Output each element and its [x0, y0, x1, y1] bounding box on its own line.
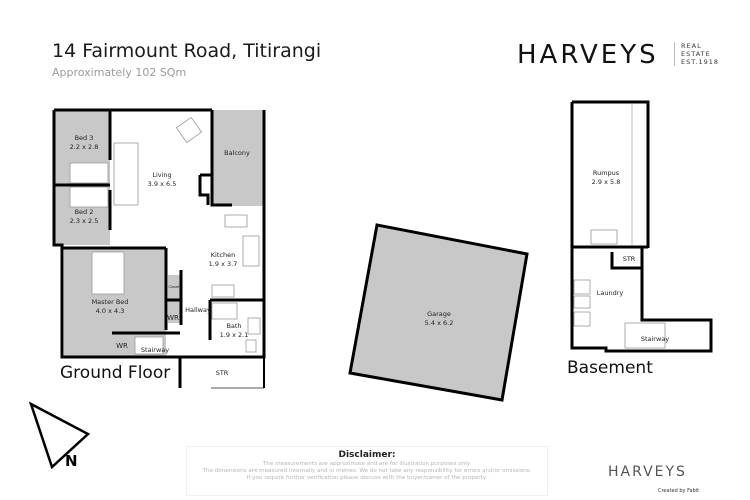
room-label: Garage — [427, 310, 451, 318]
room-label: Bed 3 — [75, 134, 94, 142]
basement-fixtures — [573, 229, 666, 349]
room-label: Living — [152, 171, 171, 179]
room-label: WR — [167, 314, 179, 322]
room-label: STR — [216, 369, 229, 377]
ground-floor-label: Ground Floor — [60, 363, 170, 383]
room-label: Stairway — [141, 346, 169, 354]
tagline-line: EST.1918 — [681, 58, 720, 66]
ground-floor: Bed 3 2.2 x 2.8 Bed 2 2.3 x 2.5 Living 3… — [52, 108, 266, 389]
ground-floor-walls — [52, 108, 266, 389]
compass: N — [28, 401, 91, 470]
room-dims: 1.9 x 2.1 — [220, 331, 249, 339]
disclaimer-line: The measurements are approximate and are… — [262, 461, 472, 467]
disclaimer-line: If you require further verification plea… — [246, 475, 488, 481]
room-label: Laundry — [597, 289, 624, 297]
basement-walls — [570, 100, 713, 353]
room-dims: 1.9 x 3.7 — [209, 260, 238, 268]
wr2-fill — [112, 335, 134, 355]
footer-credit: Created by Fabit — [658, 488, 700, 494]
balcony-fill — [212, 110, 264, 206]
garage: Garage 5.4 x 6.2 — [348, 223, 529, 402]
disclaimer: Disclaimer: The measurements are approxi… — [186, 446, 548, 496]
property-address: 14 Fairmount Road, Titirangi — [52, 40, 322, 62]
tagline-line: ESTATE — [681, 50, 711, 58]
room-label: Stairway — [641, 335, 669, 343]
room-label: Bed 2 — [75, 208, 94, 216]
harveys-logo: HARVEYS — [517, 40, 659, 70]
room-dims: 5.4 x 6.2 — [425, 319, 454, 327]
room-label: WR — [116, 342, 128, 350]
room-dims: 3.9 x 6.5 — [148, 180, 177, 188]
room-label: Kitchen — [211, 251, 235, 259]
room-label: Balcony — [224, 149, 250, 157]
tagline-line: REAL — [681, 42, 702, 50]
room-label: Hallway — [185, 306, 211, 314]
garage-outline — [348, 223, 529, 402]
room-label: Closet — [169, 285, 181, 289]
furniture — [69, 116, 261, 355]
north-label: N — [65, 452, 78, 470]
disclaimer-heading: Disclaimer: — [338, 450, 396, 460]
basement-label: Basement — [567, 358, 653, 378]
footer-brand-logo: HARVEYS — [608, 464, 687, 480]
room-label: Bath — [226, 322, 241, 330]
disclaimer-line: The dimensions are measured internally a… — [202, 468, 532, 474]
room-dims: 2.9 x 5.8 — [592, 178, 621, 186]
floor-area: Approximately 102 SQm — [52, 66, 187, 79]
logo-tagline: REAL ESTATE EST.1918 — [674, 42, 719, 66]
room-label: Rumpus — [593, 169, 620, 177]
basement: Rumpus 2.9 x 5.8 STR Laundry Stairway Ba… — [567, 100, 713, 378]
room-dims: 2.2 x 2.8 — [70, 143, 99, 151]
north-arrow-icon — [28, 401, 91, 470]
room-dims: 4.0 x 4.3 — [96, 307, 125, 315]
room-dims: 2.3 x 2.5 — [70, 217, 99, 225]
room-label: Master Bed — [92, 298, 129, 306]
room-label: STR — [623, 255, 636, 263]
